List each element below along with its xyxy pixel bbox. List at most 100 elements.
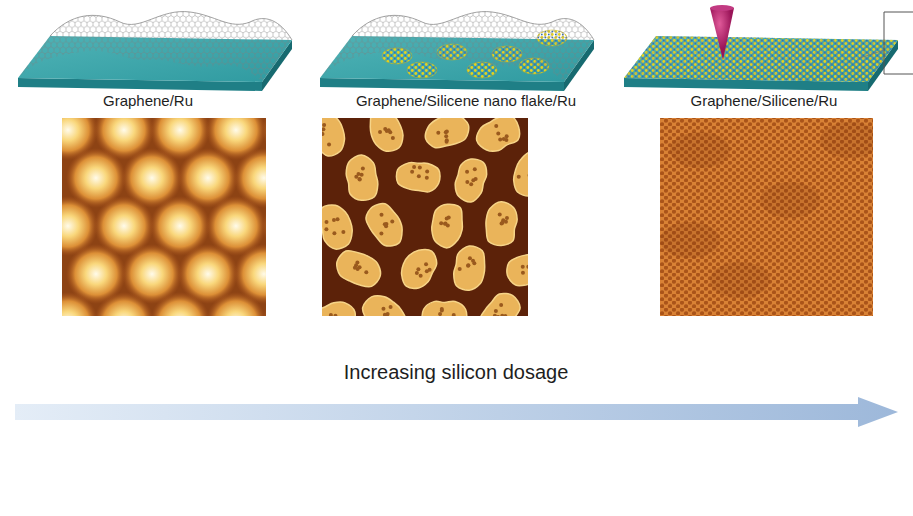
flake-dot [444, 130, 448, 134]
silicene-flake [455, 159, 487, 202]
flake-body [425, 118, 468, 148]
flake-dot [444, 134, 448, 138]
callout-bracket [884, 12, 913, 74]
flake-body [486, 202, 517, 246]
flake-body [422, 301, 467, 316]
flake-dot [521, 265, 525, 269]
flake-dot [391, 136, 395, 140]
silicene-flake [322, 118, 345, 156]
flake-dot [473, 167, 477, 171]
flake-dot [498, 213, 502, 217]
substrate-slab [18, 12, 292, 91]
flake-body [322, 205, 352, 249]
flake-dot [493, 314, 497, 316]
lattice-shade [670, 132, 730, 168]
flake-dot [415, 271, 419, 275]
moire-bump [206, 292, 266, 316]
silicene-flake [507, 252, 528, 286]
flake-body [477, 118, 520, 151]
flake-dot [452, 313, 456, 316]
flake-body [480, 293, 521, 316]
silicene-flake [422, 301, 467, 316]
flake-dot [468, 256, 472, 260]
moire-bump [94, 292, 154, 316]
flake-dot [333, 314, 337, 316]
silicene-flake [477, 118, 520, 151]
graphene-sheet [320, 12, 594, 82]
flake-dot [356, 267, 360, 271]
flake-dot [499, 303, 503, 307]
flake-dot [500, 221, 504, 225]
substrate-slab [320, 12, 594, 91]
flake-dot [381, 307, 385, 311]
flake-dot [332, 231, 336, 235]
silicene-flake [480, 293, 521, 316]
flake-dot [425, 169, 429, 173]
lattice-shade [760, 182, 820, 218]
flake-dot [416, 267, 420, 271]
flake-dot [354, 175, 358, 179]
graphene-edge [352, 12, 594, 40]
flake-body [454, 246, 485, 290]
flake-dot [528, 173, 529, 177]
flake-dot [428, 268, 432, 272]
flake-body [337, 251, 381, 287]
flake-dot [378, 130, 382, 134]
flake-dot [385, 315, 389, 316]
stm-lattice [660, 118, 873, 316]
flake-dot [322, 127, 325, 131]
flake-dot [443, 222, 447, 226]
flake-dot [445, 140, 449, 144]
silicene-flake [346, 155, 378, 200]
flake-dot [379, 232, 383, 236]
flake-dot [322, 123, 326, 127]
flake-dot [417, 174, 421, 178]
panel-label: Graphene/Silicene nano flake/Ru [356, 93, 576, 108]
flake-dot [360, 173, 364, 177]
flake-body [366, 204, 402, 246]
flake-dot [500, 221, 504, 225]
flake-dot [445, 217, 449, 221]
flake-dot [324, 227, 328, 231]
flake-dot [498, 138, 502, 142]
ru-substrate [18, 12, 898, 91]
graphene-edge [50, 12, 292, 40]
flake-dot [384, 224, 388, 228]
flake-body [346, 155, 378, 200]
silicene-flake [402, 250, 437, 289]
silicene-flake [396, 162, 440, 192]
progress-arrow [15, 397, 898, 427]
flake-dot [458, 267, 462, 271]
flake-body [322, 302, 355, 316]
flake-dot [444, 222, 448, 226]
flake-dot [505, 216, 509, 220]
tip-cone [710, 8, 734, 60]
flake-body [322, 118, 345, 156]
flake-dot [325, 220, 329, 224]
substrate-slab [624, 36, 898, 91]
flake-dot [517, 175, 521, 179]
silicene-flake [322, 302, 355, 316]
silicene-flake [425, 118, 468, 148]
leader-line [860, 50, 884, 58]
flake-dot [327, 142, 331, 146]
flake-body [396, 162, 440, 192]
flake-dot [465, 170, 469, 174]
silicene-flake [363, 296, 407, 316]
flake-body [514, 152, 528, 196]
silicene-flake [432, 204, 463, 248]
flake-dot [466, 263, 470, 267]
silicene-flake [370, 118, 403, 151]
silicene-flake [366, 204, 402, 246]
flake-dot [466, 264, 470, 268]
flake-dot [494, 124, 498, 128]
flake-body [432, 204, 463, 248]
silicene-flake [454, 246, 485, 290]
flake-dot [389, 305, 393, 309]
flake-dot [383, 127, 387, 131]
flake-dot [322, 132, 324, 136]
flake-dot [341, 230, 345, 234]
flake-dot [500, 314, 504, 316]
flake-dot [440, 308, 444, 312]
